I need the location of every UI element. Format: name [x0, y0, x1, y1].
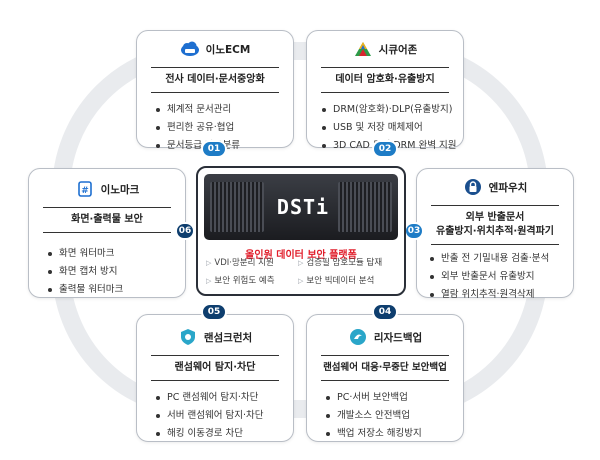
card-title: 리자드백업 [373, 331, 423, 344]
subtitle-line: 유출방지·위치추적·원격파기 [436, 226, 554, 237]
card-secure-zone: 시큐어존 데이터 암호화·유출방지 DRM(암호화)·DLP(유출방지) USB… [306, 30, 464, 151]
list-item: 3D CAD 도면 DRM 완벽 지원 [322, 137, 463, 155]
list-item: 반출 전 기밀내용 검출·분석 [430, 250, 573, 268]
feature-list: PC·서버 보안백업 개발소스 안전백업 백업 저장소 해킹방지 [307, 381, 463, 443]
badge-03: 03 [404, 222, 424, 240]
card-subtitle: 랜섬웨어 탐지·차단 [151, 355, 279, 381]
card-inno-mark: # 이노마크 화면·출력물 보안 화면 워터마크 화면 캡처 방지 출력물 워터… [28, 168, 186, 298]
list-item: 서버 랜섬웨어 탐지·차단 [156, 407, 293, 425]
triangle-bullet-icon: ▷ [298, 277, 304, 285]
feature-item: ▷보안 위험도 예측 [206, 276, 275, 286]
card-title: 시큐어존 [378, 43, 418, 56]
server-grill-left [210, 182, 264, 232]
feature-item: ▷검증필 암호모듈 탑재 [298, 258, 383, 268]
server-image: DSTi [204, 174, 398, 240]
platform-title: 올인원 데이터 보안 플랫폼 [245, 250, 357, 261]
card-subtitle: 전사 데이터·문서중앙화 [151, 67, 279, 93]
list-item: USB 및 저장 매체제어 [322, 119, 463, 137]
card-inno-ecm: 이노ECM 전사 데이터·문서중앙화 체계적 문서관리 편리한 공유·협업 문서… [136, 30, 294, 151]
list-item: 출력물 워터마크 [48, 281, 185, 299]
center-platform-panel: DSTi 올인원 데이터 보안 플랫폼 [196, 166, 406, 296]
list-item: 문서등급 자동분류 [156, 137, 293, 155]
card-subtitle: 화면·출력물 보안 [43, 207, 171, 233]
shield-icon [178, 327, 198, 347]
feature-list: PC 랜섬웨어 탐지·차단 서버 랜섬웨어 탐지·차단 해킹 이동경로 차단 [137, 381, 293, 443]
list-item: 백업 저장소 해킹방지 [326, 425, 463, 443]
feature-list: 반출 전 기밀내용 검출·분석 외부 반출문서 유출방지 열람 위치추적·원격삭… [417, 245, 573, 304]
triangle-bullet-icon: ▷ [206, 277, 212, 285]
card-title: 이노ECM [205, 43, 251, 56]
badge-04: 04 [372, 303, 398, 321]
feature-list: 화면 워터마크 화면 캡처 방지 출력물 워터마크 [29, 233, 185, 299]
platform-features: ▷VDI·망분리 지원 ▷검증필 암호모듈 탑재 ▷보안 위험도 예측 ▷보안 … [206, 256, 406, 286]
list-item: 화면 워터마크 [48, 245, 185, 263]
list-item: 외부 반출문서 유출방지 [430, 268, 573, 286]
badge-02: 02 [372, 140, 398, 158]
badge-01: 01 [201, 140, 227, 158]
triangle-logo-icon [353, 39, 373, 59]
card-ransom-cruncher: 랜섬크런처 랜섬웨어 탐지·차단 PC 랜섬웨어 탐지·차단 서버 랜섬웨어 탐… [136, 314, 294, 442]
list-item: 열람 위치추적·원격삭제 [430, 286, 573, 304]
list-item: 화면 캡처 방지 [48, 263, 185, 281]
cloud-icon [180, 39, 200, 59]
list-item: 체계적 문서관리 [156, 101, 293, 119]
triangle-bullet-icon: ▷ [298, 259, 304, 267]
feature-item: ▷VDI·망분리 지원 [206, 258, 274, 268]
feature-item: ▷보안 빅데이터 분석 [298, 276, 375, 286]
card-lizard-backup: 리자드백업 랜섬웨어 대응·무중단 보안백업 PC·서버 보안백업 개발소스 안… [306, 314, 464, 442]
watermark-icon: # [75, 179, 95, 199]
svg-text:#: # [81, 186, 89, 196]
card-title: 랜섬크런처 [203, 331, 253, 344]
list-item: 개발소스 안전백업 [326, 407, 463, 425]
badge-05: 05 [201, 303, 227, 321]
server-grill-right [338, 182, 392, 232]
card-title: 이노마크 [100, 183, 140, 196]
card-subtitle: 랜섬웨어 대응·무중단 보안백업 [321, 355, 449, 381]
list-item: 해킹 이동경로 차단 [156, 425, 293, 443]
card-subtitle: 외부 반출문서 유출방지·위치추적·원격파기 [431, 205, 559, 245]
badge-06: 06 [175, 222, 195, 240]
lock-icon [463, 177, 483, 197]
list-item: DRM(암호화)·DLP(유출방지) [322, 101, 463, 119]
card-enpouch: 엔파우치 외부 반출문서 유출방지·위치추적·원격파기 반출 전 기밀내용 검출… [416, 168, 574, 300]
triangle-bullet-icon: ▷ [206, 259, 212, 267]
server-logo: DSTi [276, 195, 330, 219]
list-item: PC·서버 보안백업 [326, 389, 463, 407]
card-subtitle: 데이터 암호화·유출방지 [321, 67, 449, 93]
lizard-icon [348, 327, 368, 347]
list-item: 편리한 공유·협업 [156, 119, 293, 137]
subtitle-line: 외부 반출문서 [465, 212, 525, 223]
card-title: 엔파우치 [488, 181, 528, 194]
list-item: PC 랜섬웨어 탐지·차단 [156, 389, 293, 407]
